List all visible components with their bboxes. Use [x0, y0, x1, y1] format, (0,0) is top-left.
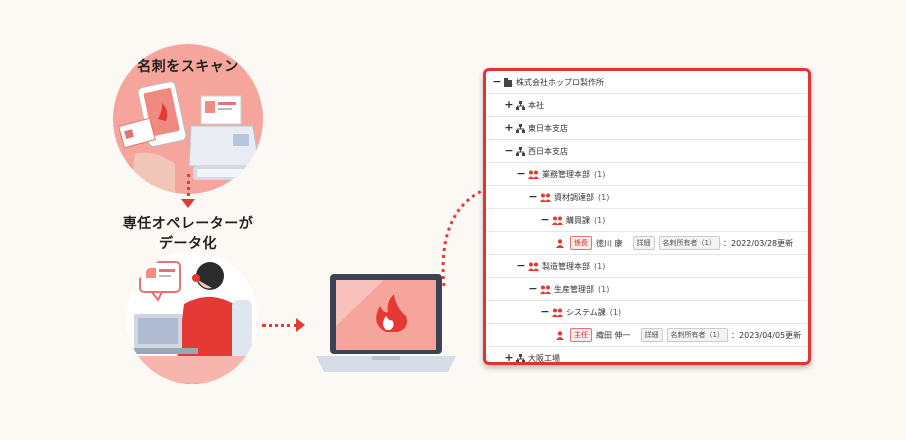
flow-connector-horizontal [262, 324, 298, 327]
operator-illustration [126, 252, 258, 384]
tree-row[interactable]: − 購買課 (1) [486, 209, 808, 232]
expand-toggle[interactable]: + [504, 353, 514, 363]
org-icon [516, 124, 525, 133]
group-icon [540, 193, 551, 202]
collapse-toggle[interactable]: − [504, 146, 514, 156]
person-row[interactable]: 主任 織田 伸一 詳細 名刺所有者（1） ：2023/04/05更新 [486, 324, 808, 347]
tree-row[interactable]: + 東日本支店 [486, 117, 808, 140]
group-icon [528, 170, 539, 179]
person-icon [556, 239, 564, 248]
expand-toggle[interactable]: + [504, 123, 514, 133]
tree-label: システム課 [566, 307, 606, 318]
tree-row[interactable]: − 製造管理本部 (1) [486, 255, 808, 278]
laptop-illustration [316, 272, 456, 376]
tree-label: 大阪工場 [528, 353, 560, 364]
member-count: (1) [594, 170, 605, 179]
collapse-toggle[interactable]: − [516, 169, 526, 179]
scan-caption: 名刺をスキャン [123, 56, 253, 76]
collapse-toggle[interactable]: − [516, 261, 526, 271]
member-count: (1) [610, 308, 621, 317]
tree-row[interactable]: − 西日本支店 [486, 140, 808, 163]
updated-date: ：2023/04/05更新 [731, 330, 801, 341]
card-owner-button[interactable]: 名刺所有者（1） [667, 328, 728, 342]
operator-caption: 専任オペレーターが データ化 [108, 214, 268, 254]
flow-connector-curve [438, 186, 488, 290]
group-icon [552, 216, 563, 225]
tree-row[interactable]: − 生産管理部 (1) [486, 278, 808, 301]
member-count: (1) [594, 216, 605, 225]
tree-row[interactable]: − システム課 (1) [486, 301, 808, 324]
detail-button[interactable]: 詳細 [641, 328, 663, 342]
tree-label: 西日本支店 [528, 146, 568, 157]
collapse-toggle[interactable]: − [540, 307, 550, 317]
role-badge: 係長 [570, 236, 592, 250]
person-name: 徳川 康 [596, 238, 623, 249]
expand-toggle[interactable]: + [504, 100, 514, 110]
tree-label: 業務管理本部 [542, 169, 590, 180]
group-icon [552, 308, 563, 317]
updated-date: ：2022/03/28更新 [723, 238, 793, 249]
tree-label: 製造管理本部 [542, 261, 590, 272]
tree-label: 生産管理部 [554, 284, 594, 295]
collapse-toggle[interactable]: − [540, 215, 550, 225]
tree-row[interactable]: − 業務管理本部 (1) [486, 163, 808, 186]
member-count: (1) [598, 285, 609, 294]
collapse-toggle[interactable]: − [528, 192, 538, 202]
member-count: (1) [598, 193, 609, 202]
person-row[interactable]: 係長 徳川 康 詳細 名刺所有者（1） ：2022/03/28更新 [486, 232, 808, 255]
tree-label: 株式会社ホップロ製作所 [516, 77, 604, 88]
tree-label: 本社 [528, 100, 544, 111]
tree-row[interactable]: + 大阪工場 [486, 347, 808, 365]
tree-label: 購買課 [566, 215, 590, 226]
member-count: (1) [594, 262, 605, 271]
org-icon [516, 354, 525, 363]
operator-caption-text: 専任オペレーターが データ化 [123, 216, 254, 252]
operator-illustration-icon [126, 252, 258, 384]
org-icon [516, 101, 525, 110]
person-icon [556, 331, 564, 340]
collapse-toggle[interactable]: − [492, 77, 502, 87]
arrow-down-icon [181, 199, 195, 209]
tree-label: 資材調達部 [554, 192, 594, 203]
org-tree-panel: − 株式会社ホップロ製作所 + 本社 + 東日本支店 − 西日本支店 − 業務管… [483, 68, 811, 365]
group-icon [528, 262, 539, 271]
group-icon [540, 285, 551, 294]
org-icon [516, 147, 525, 156]
flow-connector-vertical [187, 174, 190, 202]
detail-button[interactable]: 詳細 [633, 236, 655, 250]
tree-row[interactable]: − 株式会社ホップロ製作所 [486, 71, 808, 94]
card-owner-button[interactable]: 名刺所有者（1） [659, 236, 720, 250]
tree-label: 東日本支店 [528, 123, 568, 134]
tree-row[interactable]: − 資材調達部 (1) [486, 186, 808, 209]
collapse-toggle[interactable]: − [528, 284, 538, 294]
tree-row[interactable]: + 本社 [486, 94, 808, 117]
arrow-right-icon [296, 318, 306, 332]
building-icon [504, 78, 513, 87]
role-badge: 主任 [570, 328, 592, 342]
person-name: 織田 伸一 [596, 330, 631, 341]
